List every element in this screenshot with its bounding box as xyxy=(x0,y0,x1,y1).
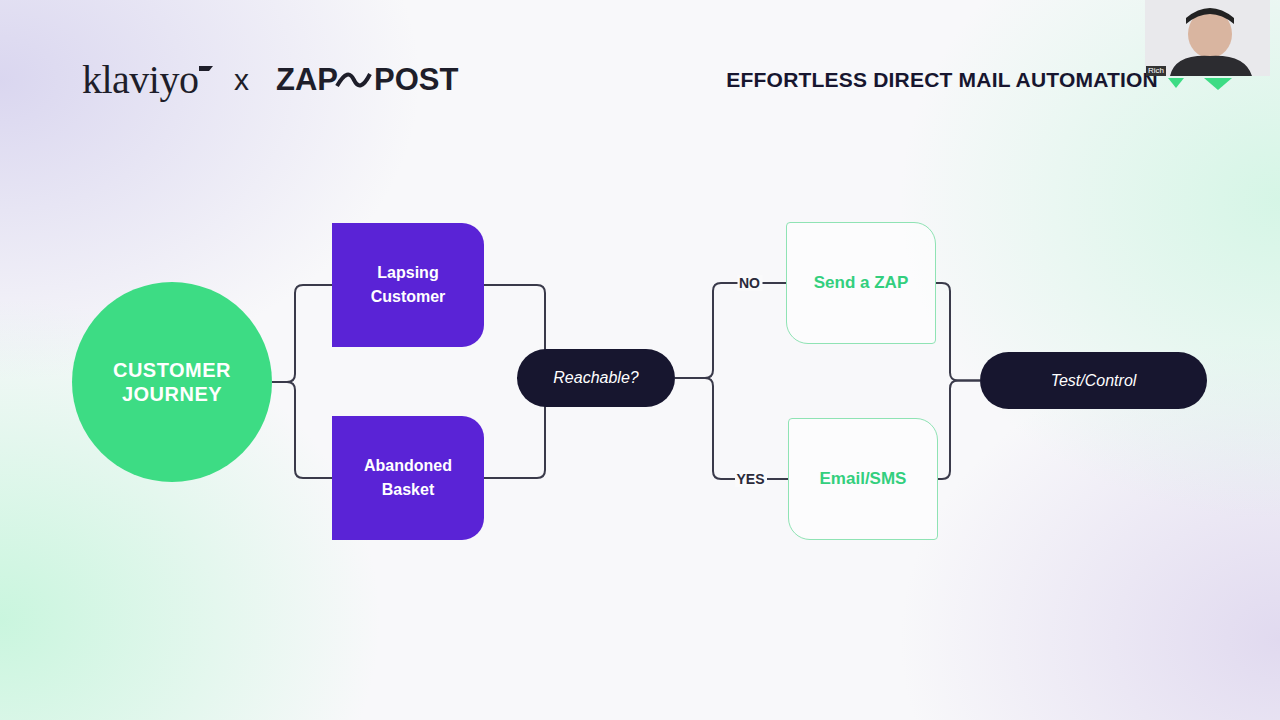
node-text: Test/Control xyxy=(1051,372,1137,390)
node-text: Send a ZAP xyxy=(814,273,908,293)
node-text: CUSTOMER JOURNEY xyxy=(97,358,247,406)
webcam-body xyxy=(1170,56,1252,76)
logo-text: klaviyo xyxy=(82,56,198,104)
node-texts: Lapsing Customer xyxy=(353,261,463,309)
circle-fill xyxy=(72,282,272,482)
connector-line xyxy=(936,283,980,381)
circle-shape xyxy=(72,282,272,482)
connector-line xyxy=(272,285,332,382)
node-text: Lapsing Customer xyxy=(353,261,463,309)
logo-text: POST xyxy=(374,62,458,98)
segment-box: Lapsing Customer xyxy=(332,223,484,347)
segment-box: Abandoned Basket xyxy=(332,416,484,540)
action-box: Send a ZAP xyxy=(786,222,936,344)
outcome-pill: Test/Control xyxy=(980,352,1207,409)
webcam-frame xyxy=(1145,0,1270,76)
title-arrow xyxy=(1168,78,1184,88)
branch-label: YES xyxy=(734,471,766,487)
node-text: Email/SMS xyxy=(820,469,907,489)
node-texts: Abandoned Basket xyxy=(353,454,463,502)
action-box: Email/SMS xyxy=(788,418,938,540)
logo-text: ZAP xyxy=(276,62,338,98)
klaviyo-flag xyxy=(199,66,213,71)
webcam-name: Rich xyxy=(1146,66,1166,76)
node-texts: Send a ZAP xyxy=(814,273,908,293)
branch-label: NO xyxy=(737,275,762,291)
node-texts: Reachable? xyxy=(553,369,638,387)
node-texts: Email/SMS xyxy=(820,469,907,489)
node-texts: Test/Control xyxy=(1051,372,1137,390)
logo-separator: x xyxy=(234,62,249,98)
connector-line xyxy=(675,378,788,479)
webcam-cap xyxy=(1186,8,1234,24)
connector-line xyxy=(675,283,786,378)
start-circle: CUSTOMER JOURNEY xyxy=(72,282,272,482)
node-text: Reachable? xyxy=(553,369,638,387)
page-title: EFFORTLESS DIRECT MAIL AUTOMATION xyxy=(726,68,1158,92)
decision-pill: Reachable? xyxy=(517,349,675,407)
connector-line xyxy=(938,381,980,480)
title-arrow xyxy=(1204,78,1232,90)
connector-line xyxy=(272,382,332,478)
node-texts: CUSTOMER JOURNEY xyxy=(97,358,247,406)
zappost-squiggle xyxy=(337,74,370,86)
node-text: Abandoned Basket xyxy=(353,454,463,502)
